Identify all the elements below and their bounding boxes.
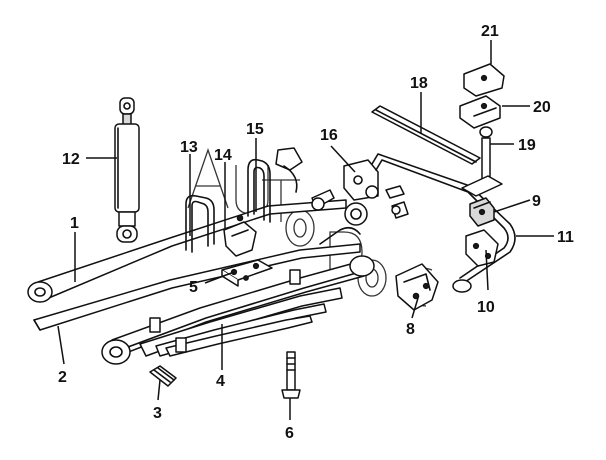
- part-5-spring-plate: [221, 259, 273, 287]
- part-19-mount-bolt: [461, 126, 503, 197]
- part-14-bump-stop: [223, 214, 257, 257]
- part-12-shock-absorber: [114, 97, 140, 243]
- callout-labels: 1 2 3 4 5 6 8 9 10 11 12 13 14 15 16 18 …: [58, 23, 574, 442]
- callout-12: 12: [62, 151, 80, 168]
- callout-16: 16: [320, 127, 338, 144]
- callout-6: 6: [285, 425, 294, 442]
- part-15-u-bolt: [247, 147, 303, 223]
- part-3-bolt: [149, 365, 177, 387]
- part-18-strut-bar: [371, 105, 481, 165]
- callout-15: 15: [246, 121, 264, 138]
- callout-3: 3: [153, 405, 162, 422]
- part-6-center-bolt: [281, 351, 301, 399]
- watermark-logo: [187, 148, 433, 307]
- callout-10: 10: [477, 299, 495, 316]
- part-10-bar-mount-bracket: [465, 229, 499, 267]
- callout-19: 19: [518, 137, 536, 154]
- callout-11: 11: [557, 229, 574, 246]
- callout-14: 14: [214, 147, 232, 164]
- callout-21: 21: [481, 23, 499, 40]
- callout-1: 1: [70, 215, 79, 232]
- callout-18: 18: [410, 75, 428, 92]
- callout-5: 5: [189, 279, 198, 296]
- callout-20: 20: [533, 99, 551, 116]
- part-8-stabilizer-bracket: [395, 263, 439, 311]
- callout-13: 13: [180, 139, 198, 156]
- callout-2: 2: [58, 369, 67, 386]
- callout-4: 4: [216, 373, 225, 390]
- leader-lines: [57, 40, 554, 420]
- part-13-u-bolt: [185, 194, 215, 253]
- callout-8: 8: [406, 321, 415, 338]
- callout-9: 9: [532, 193, 541, 210]
- part-20-mount-plate: [459, 95, 501, 129]
- part-4-leaf-spring-pack: [101, 255, 375, 365]
- part-2-spring-leaf-lower: [33, 243, 361, 331]
- part-9-bushing-clamp: [469, 197, 495, 227]
- part-21-mount-plate: [463, 63, 505, 97]
